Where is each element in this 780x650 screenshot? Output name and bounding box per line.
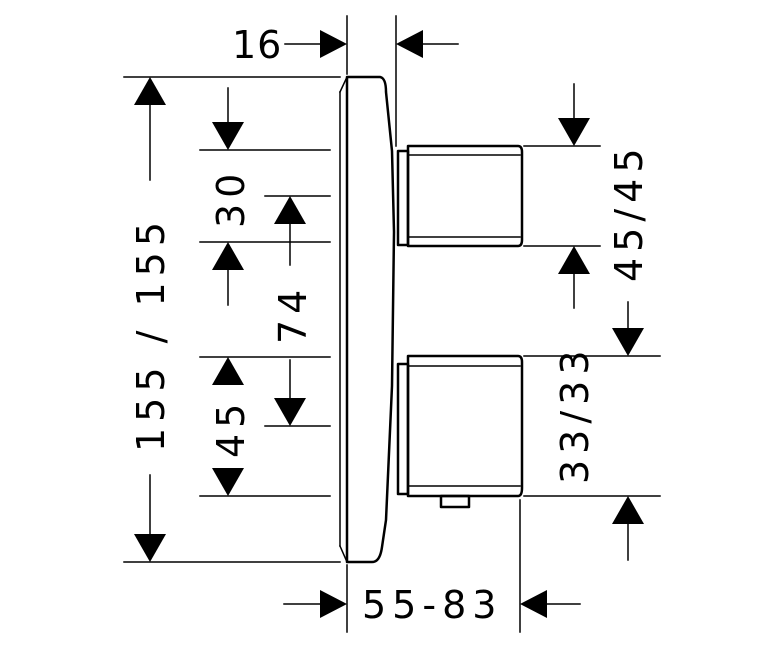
dimension-lower-offset: 45 [209,357,253,496]
dimension-upper-handle-height-label: 45/45 [607,142,651,282]
extension-lines [123,15,661,633]
dimension-projection-label: 55-83 [362,583,502,627]
dimension-projection: 55-83 [283,583,581,627]
dimension-depth-top-label: 16 [232,23,282,67]
dimension-lower-handle-height: 33/33 [553,301,644,561]
dimension-plate-height-label: 155 / 155 [129,216,173,452]
cover-plate [339,75,396,564]
dimension-depth-top: 16 [232,23,459,67]
dimension-top-offset-label: 30 [209,168,253,228]
lower-handle [396,354,524,509]
dimension-handle-spacing: 74 [271,196,315,426]
dimension-handle-spacing-label: 74 [271,284,315,344]
dimension-lower-handle-height-label: 33/33 [553,344,597,484]
upper-handle [396,144,524,248]
dimension-plate-height: 155 / 155 [129,77,173,562]
dimension-top-offset: 30 [209,87,253,306]
dimension-lower-offset-label: 45 [209,398,253,458]
dimension-upper-handle-height: 45/45 [558,83,651,309]
